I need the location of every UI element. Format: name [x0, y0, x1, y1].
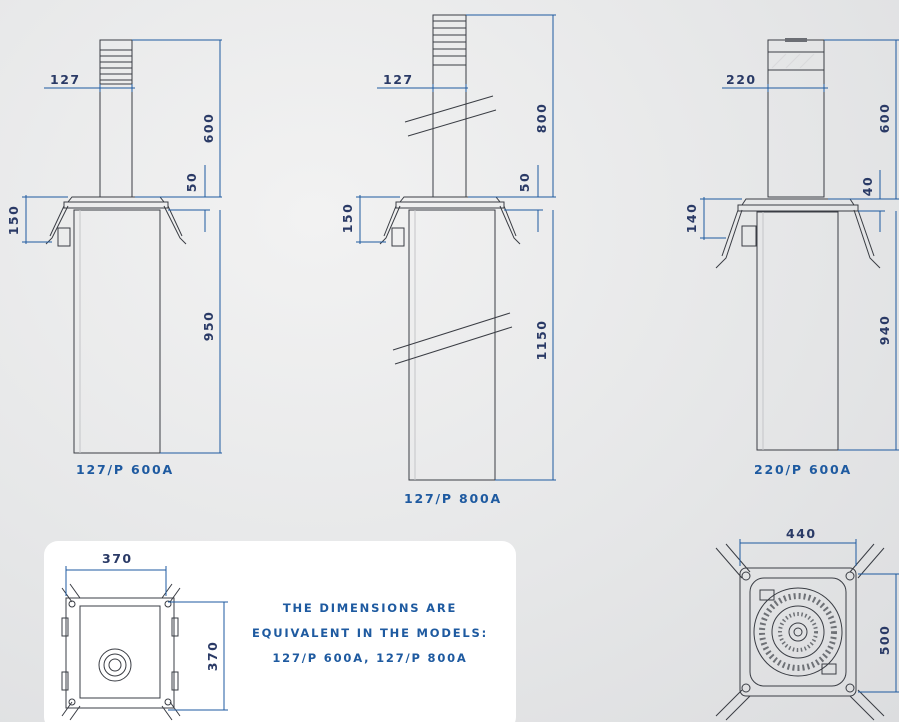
note-line-3: 127/P 600A, 127/P 800A	[272, 651, 467, 665]
bollard-127-600: 127 600 50 150 950 127/P 600A	[6, 39, 222, 477]
model-caption: 127/P 600A	[76, 462, 174, 477]
bollard-head-ribs	[99, 49, 133, 85]
bollard-flange	[398, 196, 502, 203]
width-dim-label: 127	[50, 72, 81, 87]
note-line-2: EQUIVALENT IN THE MODELS:	[252, 626, 488, 640]
plan-large-depth-label: 500	[877, 625, 892, 656]
bollard-reflector	[767, 51, 825, 71]
head-dim-label: 150	[340, 203, 355, 234]
plan-frame	[739, 567, 857, 697]
plan-bollard-hole	[98, 648, 132, 682]
plan-frame	[65, 597, 175, 709]
depth-dim-label: 940	[877, 315, 892, 346]
height-dim-label: 600	[201, 113, 216, 144]
bollard-flange	[741, 198, 855, 206]
bollard-cap	[432, 14, 467, 22]
bollard-flange	[66, 196, 166, 203]
plan-grate	[79, 605, 161, 699]
height-dim-label: 800	[534, 103, 549, 134]
head-dim-label: 150	[6, 205, 21, 236]
foundation-box	[756, 211, 839, 451]
note-panel: 370 370 THE DIMENSIONS ARE EQUIVALENT IN…	[44, 541, 516, 722]
head-dim-label: 140	[684, 203, 699, 234]
depth-dim-label: 1150	[534, 320, 549, 361]
break-line	[404, 95, 497, 137]
gap-dim-label: 40	[860, 176, 875, 196]
gap-dim-label: 50	[517, 172, 532, 192]
plan-small-width-label: 370	[102, 551, 133, 566]
bollard-127-800: 127 800 50 150 1150 127/P 800A	[340, 14, 556, 506]
break-line	[392, 312, 513, 365]
depth-dim-label: 950	[201, 311, 216, 342]
note-line-1: THE DIMENSIONS ARE	[283, 601, 457, 615]
foundation-box	[73, 209, 161, 454]
bollard-column	[99, 83, 133, 198]
bollard-cap	[99, 39, 133, 51]
note-panel-background	[44, 541, 516, 722]
width-dim-label: 220	[726, 72, 757, 87]
bollard-column	[432, 64, 467, 198]
plan-view-large: 440 500	[715, 526, 899, 721]
gap-dim-label: 50	[184, 172, 199, 192]
height-dim-label: 600	[877, 103, 892, 134]
plan-view-small: 370 370	[61, 551, 228, 721]
plan-small-depth-label: 370	[205, 641, 220, 672]
plan-large-width-label: 440	[786, 526, 817, 541]
plan-turret	[753, 587, 843, 677]
model-caption: 220/P 600A	[754, 462, 852, 477]
bollard-column	[767, 69, 825, 198]
width-dim-label: 127	[383, 72, 414, 87]
model-caption: 127/P 800A	[404, 491, 502, 506]
bollard-220-600: 220 600 40 140 940 220/P 600A	[684, 38, 899, 477]
foundation-box	[408, 209, 496, 481]
